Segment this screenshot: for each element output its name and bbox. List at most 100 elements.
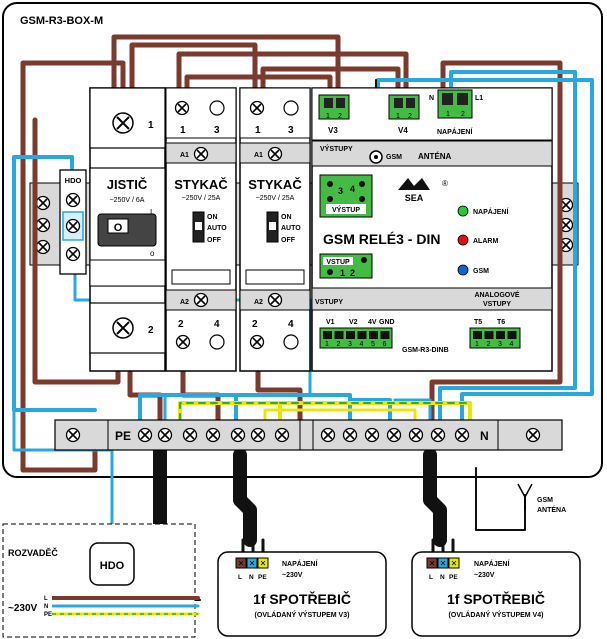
antenna-label-2: ANTÉNA: [537, 505, 566, 514]
hdo-screw[interactable]: [65, 218, 81, 234]
strip-pe-label: PE: [115, 429, 131, 443]
input-num-2: 2: [350, 268, 355, 278]
inputs-label: VSTUPY: [315, 299, 343, 306]
contactor2-sw-auto: AUTO: [281, 225, 301, 232]
analog-label-line2: VSTUPY: [483, 301, 511, 308]
power-pin-2: 2: [461, 111, 465, 118]
input-pin-3: 3: [348, 341, 352, 348]
appliance-2: ✕ ✕ ✕ L N PE NAPÁJENÍ ~230V 1f SPOTŘEBIČ…: [411, 551, 581, 637]
contactor2-screw-1[interactable]: [249, 100, 265, 116]
contactor1-screw-a2[interactable]: [193, 292, 209, 308]
breaker-screw-top[interactable]: [112, 112, 134, 134]
panel-hdo-box: [89, 542, 135, 586]
contactor1-screw-a1[interactable]: [193, 146, 209, 162]
input-pin-1: 1: [325, 341, 329, 348]
contactor2-screw-a2[interactable]: [267, 292, 283, 308]
gsm-led-label: GSM: [473, 268, 489, 275]
strip-terminal-screw[interactable]: [430, 427, 446, 443]
strip-terminal-screw[interactable]: [342, 427, 358, 443]
svg-text:✕: ✕: [440, 559, 447, 568]
strip-terminal-screw[interactable]: [364, 427, 380, 443]
analog-pin-2: 2: [487, 341, 491, 348]
strip-terminal-screw[interactable]: [274, 427, 290, 443]
svg-text:✕: ✕: [249, 559, 256, 568]
strip-n-label: N: [480, 429, 489, 443]
in-header-4v: 4V: [368, 319, 377, 326]
gsm-connector-label: GSM: [386, 154, 402, 161]
antenna-connector-label: ANTÉNA: [418, 152, 452, 161]
output-num-3: 3: [338, 186, 343, 196]
strip-terminal-screw[interactable]: [250, 427, 266, 443]
analog-pin-4: 4: [510, 341, 514, 348]
in-header-v1: V1: [326, 319, 335, 326]
strip-end-screw[interactable]: [525, 427, 541, 443]
svg-text:✕: ✕: [451, 559, 458, 568]
strip-terminal-screw[interactable]: [137, 427, 153, 443]
input-2-button[interactable]: [361, 257, 367, 263]
hdo-screw[interactable]: [65, 246, 81, 262]
output-3-button[interactable]: [327, 181, 333, 187]
input-1-button[interactable]: [327, 269, 333, 275]
power-n-label: N: [429, 95, 434, 102]
input-pin-4: 4: [360, 341, 364, 348]
contactor2-t1: 1: [255, 125, 261, 136]
brand-text: SEA: [405, 193, 424, 203]
breaker-on-mark: I: [150, 208, 152, 217]
panel-pe: PE: [44, 612, 52, 618]
contactor1-sw-off: OFF: [207, 237, 222, 244]
load1-l: L: [238, 574, 242, 581]
input-num-1: 1: [340, 268, 345, 278]
alarm-led: [457, 234, 469, 246]
strip-terminal-screw[interactable]: [157, 427, 173, 443]
distribution-panel: ROZVADĚČ HDO ~230V L N PE: [2, 523, 198, 638]
power-label: NAPÁJENÍ: [437, 127, 473, 136]
load2-title: 1f SPOTŘEBIČ: [447, 590, 545, 607]
appliance-1: ✕ ✕ ✕ L N PE NAPÁJENÍ ~230V 1f SPOTŘEBIČ…: [217, 551, 387, 637]
hdo-screw[interactable]: [65, 192, 81, 208]
contactor1-rating: ~250V / 25A: [182, 195, 221, 202]
contactor1-t2: 2: [178, 319, 184, 330]
contactor1-sw-auto: AUTO: [207, 225, 227, 232]
strip-terminal-screw[interactable]: [230, 427, 246, 443]
contactor1-a2: A2: [180, 299, 189, 306]
load2-power: NAPÁJENÍ: [474, 559, 510, 568]
alarm-led-label: ALARM: [473, 238, 498, 245]
load1-subtitle: (OVLÁDANÝ VÝSTUPEM V3): [255, 610, 350, 619]
contactor2-t2: 2: [252, 319, 258, 330]
strip-terminal-screw[interactable]: [408, 427, 424, 443]
contactor2-screw-a1[interactable]: [267, 146, 283, 162]
contactor-2: 1 3 A1 STYKAČ ~250V / 25A ON AUTO OFF A2…: [239, 87, 311, 372]
contactor1-screw-1[interactable]: [174, 100, 190, 116]
box-title: GSM-R3-BOX-M: [20, 15, 103, 27]
contactor2-hole-4: [283, 334, 299, 350]
input-box-label: VSTUP: [326, 259, 350, 266]
strip-terminal-screw[interactable]: [386, 427, 402, 443]
model-label: GSM-R3-DINB: [402, 347, 449, 354]
load2-l: L: [429, 574, 433, 581]
breaker-knob: O: [114, 222, 123, 234]
svg-text:✕: ✕: [238, 559, 245, 568]
breaker-term-top: 1: [148, 120, 154, 131]
t-header-t6: T6: [497, 319, 505, 326]
strip-terminal-screw[interactable]: [182, 427, 198, 443]
in-header-gnd: GND: [379, 319, 395, 326]
strip-terminal-screw[interactable]: [320, 427, 336, 443]
v3-label: V3: [328, 126, 338, 135]
t-header-t5: T5: [474, 319, 482, 326]
antenna-label-1: GSM: [537, 497, 553, 504]
power-led: [457, 205, 469, 217]
power-led-label: NAPÁJENÍ: [473, 207, 509, 216]
strip-terminal-screw[interactable]: [454, 427, 470, 443]
contactor2-a1: A1: [254, 152, 263, 159]
output-4-button[interactable]: [359, 181, 365, 187]
power-l1-label: L1: [475, 95, 483, 102]
contactor2-screw-2[interactable]: [249, 334, 265, 350]
panel-title: ROZVADĚČ: [8, 547, 58, 558]
strip-end-screw[interactable]: [65, 427, 81, 443]
contactor1-screw-2[interactable]: [175, 334, 191, 350]
gsm-relay-module: 1 2 V3 1 2 V4 1 2 N L1 NAPÁJENÍ VÝSTUPY …: [311, 87, 553, 372]
sea-logo: SEA ®: [398, 178, 448, 203]
contactor2-sw-off: OFF: [281, 237, 296, 244]
breaker-screw-bottom[interactable]: [112, 317, 134, 339]
strip-terminal-screw[interactable]: [205, 427, 221, 443]
